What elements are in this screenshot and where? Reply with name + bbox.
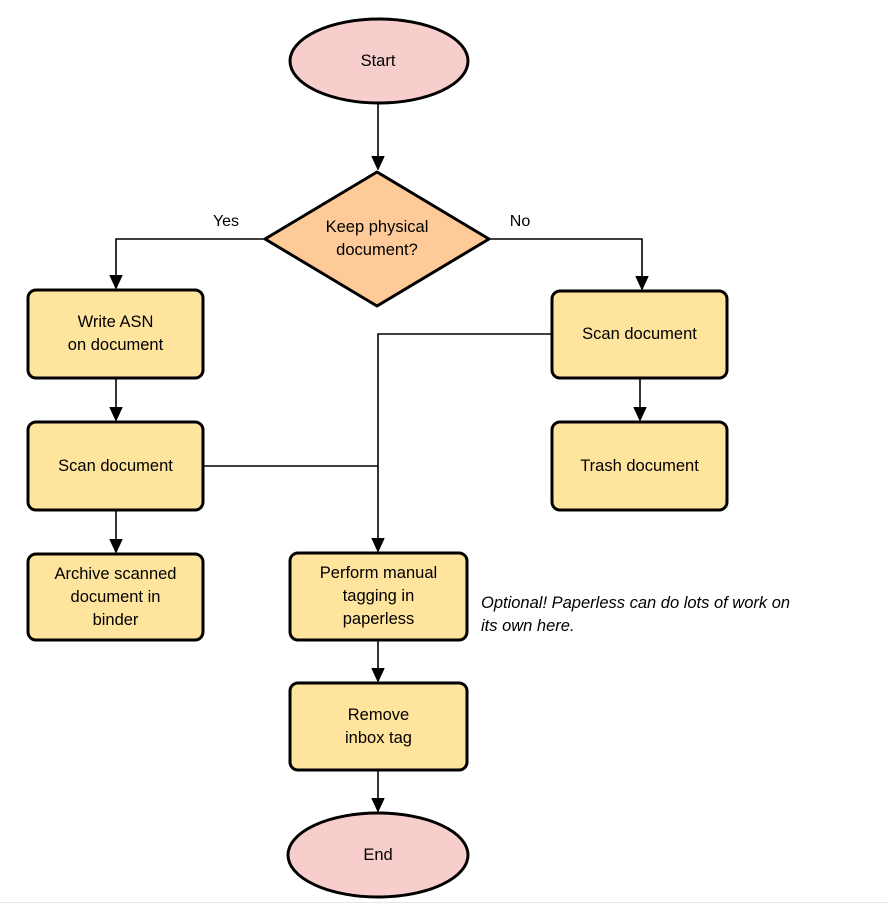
start-node: [288, 17, 470, 105]
write-asn-node: [26, 288, 205, 380]
no-edge-label: No: [509, 213, 531, 230]
edge-decision-no: [489, 238, 642, 289]
optional-note: Optional! Paperless can do lots of work …: [481, 594, 791, 635]
scan-right-node: [550, 289, 729, 380]
archive-node: [26, 552, 205, 642]
scan-left-node: [26, 420, 205, 512]
edge-decision-yes: [116, 238, 265, 288]
tagging-node: [288, 551, 469, 642]
edge-group: [116, 103, 642, 811]
trash-node: [550, 420, 729, 512]
yes-edge-label: Yes: [212, 213, 240, 230]
decision-node: [263, 170, 491, 308]
end-node: [286, 811, 470, 899]
edge-scanright-to-tagging: [378, 333, 552, 551]
remove-inbox-node: [288, 681, 469, 772]
